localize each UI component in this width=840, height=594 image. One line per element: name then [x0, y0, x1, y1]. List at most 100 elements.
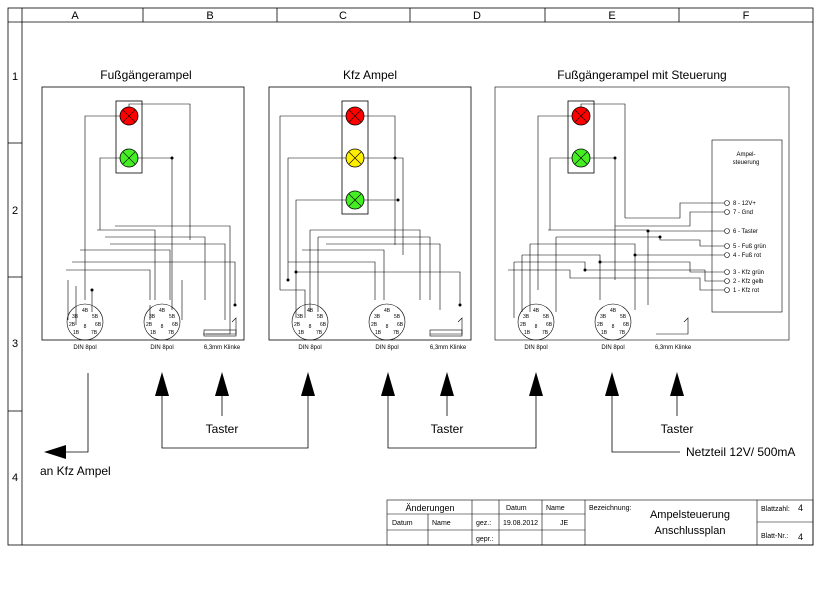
pin-label: 5B	[620, 314, 627, 320]
jack-socket: 6,3mm Klinke	[429, 329, 467, 351]
arrow-in-button	[215, 372, 229, 416]
pin-label: 1B	[298, 330, 305, 336]
connector-label: DIN 8pol	[375, 345, 398, 351]
terminal: 3 - Kfz grün	[724, 269, 764, 276]
wiring	[279, 115, 463, 335]
pin-label: 8	[161, 324, 164, 330]
panel-border	[41, 86, 245, 341]
sheet-count-label: Blattzahl:	[761, 506, 790, 513]
pin-label: 3B	[149, 314, 156, 320]
row-label-1: 1	[12, 71, 18, 83]
pin-label: 7B	[91, 330, 98, 336]
column-label-b: B	[206, 10, 213, 22]
power-supply-label: Netzteil 12V/ 500mA	[686, 445, 795, 459]
sheet-count-value: 4	[798, 503, 803, 513]
column-labels: A B C D E F	[71, 10, 749, 22]
panel-title: Kfz Ampel	[343, 68, 397, 82]
traffic-light-housing	[115, 100, 143, 174]
pin-label: 8	[535, 324, 538, 330]
terminal-label: 8 - 12V+	[733, 201, 756, 207]
controller-title: steuerung	[733, 160, 760, 166]
pin-label: 2B	[520, 322, 527, 328]
connector-label: DIN 8pol	[524, 345, 547, 351]
column-label-e: E	[608, 10, 615, 22]
drawn-name: JE	[560, 520, 569, 527]
terminal-label: 1 - Kfz rot	[733, 288, 759, 294]
terminal: 7 - Gnd	[724, 209, 753, 216]
sheet-number-label: Blatt-Nr.:	[761, 533, 788, 540]
terminal-label: 6 - Taster	[733, 229, 758, 235]
pin-label: 4B	[384, 308, 391, 314]
green-lamp	[571, 148, 591, 168]
pin-label: 4B	[82, 308, 89, 314]
button-label: Taster	[431, 422, 464, 436]
panel-border	[268, 86, 472, 341]
jack-label: 6,3mm Klinke	[655, 345, 692, 351]
drawn-date: 19.08.2012	[503, 520, 538, 527]
pin-label: 5B	[543, 314, 550, 320]
pin-label: 3B	[600, 314, 607, 320]
changes-col-date: Datum	[392, 520, 413, 527]
pin-label: 1B	[524, 330, 531, 336]
arrow-in-button	[440, 372, 454, 416]
din-connector-1: 4B 3B 5B 2B 6B 1B 8 7B DIN 8pol	[291, 303, 329, 351]
pin-label: 5B	[169, 314, 176, 320]
pin-label: 5B	[92, 314, 99, 320]
title-block: Änderungen Datum Name Datum Name gez.: 1…	[386, 499, 814, 546]
pin-label: 7B	[619, 330, 626, 336]
row-label-3: 3	[12, 338, 18, 350]
pin-label: 2B	[371, 322, 378, 328]
connector-label: DIN 8pol	[73, 345, 96, 351]
pin-label: 8	[386, 324, 389, 330]
pin-label: 5B	[394, 314, 401, 320]
pin-label: 8	[612, 324, 615, 330]
pin-label: 2B	[146, 322, 153, 328]
pin-label: 1B	[73, 330, 80, 336]
pin-label: 8	[309, 324, 312, 330]
red-lamp	[119, 106, 139, 126]
din-connector-1: 4B 3B 5B 2B 6B 1B 8 7B DIN 8pol	[517, 303, 555, 351]
terminal-label: 7 - Gnd	[733, 210, 753, 216]
arrow-in-power	[605, 372, 680, 453]
jack-label: 6,3mm Klinke	[430, 345, 467, 351]
red-lamp	[571, 106, 591, 126]
to-car-light-label: an Kfz Ampel	[40, 464, 111, 478]
arrow-out-to-car-light	[44, 373, 89, 459]
pin-label: 7B	[316, 330, 323, 336]
designation-label: Bezeichnung:	[589, 505, 631, 512]
pin-label: 4B	[307, 308, 314, 314]
green-lamp	[119, 148, 139, 168]
red-lamp	[345, 106, 365, 126]
connector-label: DIN 8pol	[601, 345, 624, 351]
terminal-label: 2 - Kfz gelb	[733, 279, 764, 285]
wiring	[508, 103, 724, 335]
changes-header: Änderungen	[405, 503, 454, 513]
drawn-label: gez.:	[476, 520, 491, 527]
panel-title: Fußgängerampel mit Steuerung	[557, 68, 726, 82]
terminal: 1 - Kfz rot	[724, 287, 759, 294]
jack-socket: 6,3mm Klinke	[655, 345, 692, 351]
external-connections: an Kfz Ampel Taster Taster Netzteil	[40, 372, 795, 478]
traffic-light-housing	[567, 100, 595, 174]
button-label: Taster	[661, 422, 694, 436]
controller-box: Ampel- steuerung 8 - 12V+ 7 - Gnd 6 - Ta…	[711, 139, 783, 313]
pin-label: 6B	[623, 322, 630, 328]
terminal: 6 - Taster	[724, 228, 758, 235]
controller-title: Ampel-	[736, 152, 755, 158]
pin-label: 2B	[597, 322, 604, 328]
column-label-d: D	[473, 10, 481, 22]
header-date: Datum	[506, 505, 527, 512]
connector-label: DIN 8pol	[298, 345, 321, 351]
pin-label: 6B	[172, 322, 179, 328]
panel-pedestrian-light-with-controller: Fußgängerampel mit Steuerung Ampel- steu…	[494, 68, 790, 351]
column-label-a: A	[71, 10, 79, 22]
pin-label: 6B	[320, 322, 327, 328]
row-labels: 1 2 3 4	[12, 71, 18, 484]
pin-label: 7B	[393, 330, 400, 336]
pin-label: 6B	[95, 322, 102, 328]
pin-label: 2B	[69, 322, 76, 328]
wiring	[66, 103, 237, 335]
pin-label: 1B	[375, 330, 382, 336]
pin-label: 3B	[523, 314, 530, 320]
